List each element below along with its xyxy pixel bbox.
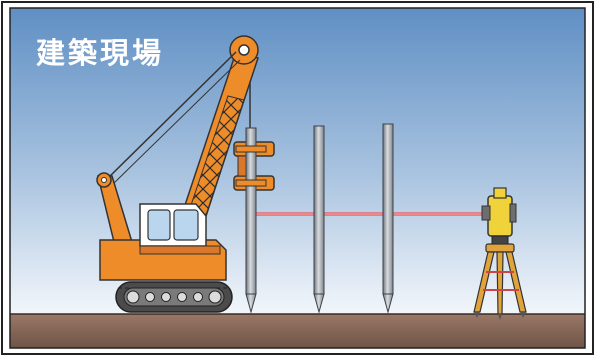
steel-pile [235,127,267,314]
surveying-instrument [481,187,517,245]
tripod [473,243,527,320]
ground [10,314,585,348]
steel-pile [382,123,394,314]
page-title: 建築現場 [36,36,165,70]
crawler-crane [96,35,275,313]
steel-pile [313,125,325,314]
